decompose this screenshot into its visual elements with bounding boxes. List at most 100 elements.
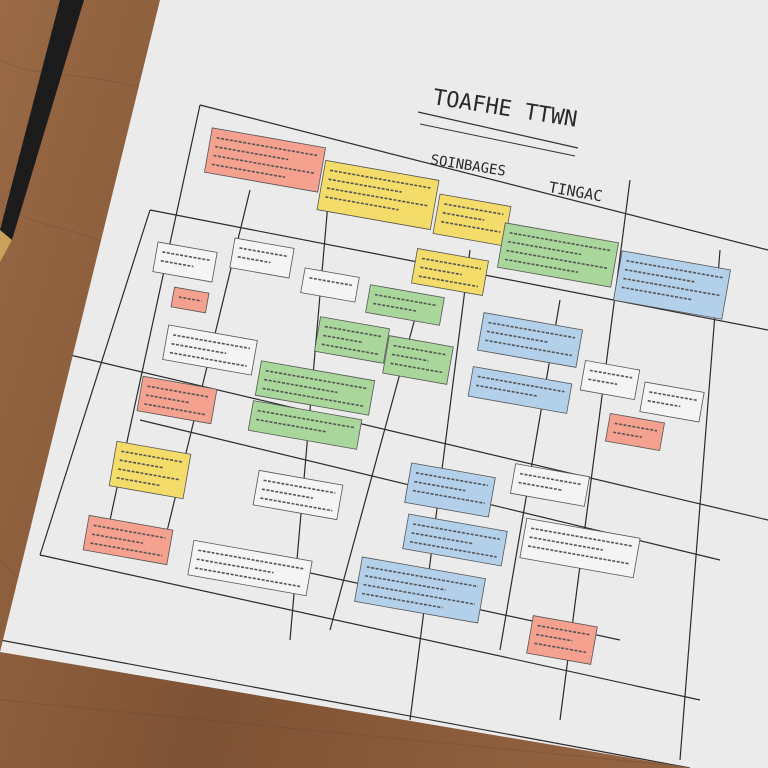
note-box-rect — [152, 241, 218, 283]
note-box-rect — [639, 381, 705, 423]
scribble-text — [518, 481, 563, 491]
scribble-text — [144, 403, 207, 416]
note-box-rect — [365, 284, 445, 326]
scribble-text — [365, 574, 446, 591]
scribble-text — [145, 394, 190, 404]
connector-line — [679, 249, 721, 761]
scribble-text — [420, 266, 462, 276]
scribble-text — [623, 277, 721, 297]
blue-note-box — [404, 462, 496, 518]
scribble-text — [160, 259, 194, 268]
scribble-text — [265, 369, 368, 390]
scribble-text — [361, 592, 443, 609]
scribble-text — [519, 472, 583, 486]
scribble-text — [260, 497, 333, 512]
note-box-rect — [467, 366, 573, 414]
connector-line — [39, 209, 151, 556]
red-note-box — [136, 375, 218, 425]
scribble-text — [509, 231, 612, 252]
green-note-box — [497, 222, 619, 288]
scribble-text — [325, 196, 399, 211]
scribble-text — [477, 375, 565, 393]
scribble-text — [535, 633, 573, 642]
scribble-text — [329, 169, 432, 189]
white-note-box — [162, 324, 258, 376]
scribble-text — [409, 540, 497, 558]
blue-note-box — [467, 366, 573, 414]
scribble-text — [444, 203, 504, 216]
scribble-text — [118, 468, 181, 481]
scribble-text — [626, 259, 724, 279]
scribble-text — [373, 302, 418, 312]
scribble-text — [196, 558, 274, 574]
scribble-text — [486, 330, 550, 344]
scribble-text — [488, 321, 576, 339]
scribble-text — [257, 409, 355, 429]
note-box-rect — [613, 250, 731, 320]
scribble-text — [366, 566, 479, 588]
scribble-text — [147, 385, 210, 398]
scribble-text — [441, 220, 501, 233]
scribble-text — [195, 567, 302, 588]
scribble-text — [374, 293, 438, 307]
scribble-text — [529, 536, 603, 551]
scribble-text — [647, 399, 681, 408]
green-note-box — [382, 335, 454, 385]
note-box-rect — [404, 462, 496, 518]
title-underline — [419, 123, 576, 157]
scribble-text — [506, 249, 609, 270]
scribble-text — [442, 212, 485, 221]
green-note-box — [314, 316, 390, 364]
yellow-note-box — [316, 159, 440, 231]
note-box-rect — [526, 615, 598, 665]
note-box-rect — [519, 517, 641, 579]
white-note-box — [152, 241, 218, 283]
white-note-box — [229, 237, 295, 279]
note-box-rect — [170, 286, 210, 314]
scribble-text — [119, 459, 164, 469]
scribble-text — [421, 257, 482, 270]
scribble-text — [261, 488, 314, 499]
white-note-box — [510, 463, 590, 507]
scribble-text — [612, 431, 643, 439]
scribble-text — [589, 369, 633, 379]
yellow-note-box — [411, 248, 489, 296]
scribble-text — [309, 277, 352, 287]
white-note-box — [579, 359, 641, 401]
scribble-text — [256, 418, 326, 433]
green-note-box — [247, 400, 363, 450]
scribble-text — [588, 378, 618, 386]
connector-line — [199, 104, 768, 251]
green-note-box — [254, 360, 376, 416]
note-box-rect — [605, 412, 665, 452]
note-box-rect — [247, 400, 363, 450]
scribble-text — [93, 524, 166, 539]
scribble-text — [321, 343, 380, 356]
title-underline — [417, 111, 579, 149]
scribble-text — [476, 384, 539, 398]
yellow-note-box — [108, 440, 192, 500]
note-box-rect — [204, 127, 326, 193]
note-box-rect — [316, 159, 440, 231]
scribble-text — [507, 240, 582, 256]
red-note-box — [526, 615, 598, 665]
red-note-box — [605, 412, 665, 452]
scribble-text — [169, 351, 247, 367]
scribble-text — [171, 342, 227, 355]
scribble-text — [485, 339, 573, 357]
scribble-text — [121, 450, 184, 463]
green-note-box — [365, 284, 445, 326]
scribble-text — [239, 247, 287, 258]
note-box-rect — [354, 556, 486, 624]
note-box-rect — [108, 440, 192, 500]
note-box-rect — [382, 335, 454, 385]
white-note-box — [187, 539, 313, 597]
blue-note-box — [613, 250, 731, 320]
scribble-text — [263, 479, 336, 494]
scribble-text — [262, 387, 365, 408]
scribble-text — [649, 391, 697, 402]
pen[interactable] — [0, 0, 84, 262]
scribble-text — [211, 163, 286, 179]
